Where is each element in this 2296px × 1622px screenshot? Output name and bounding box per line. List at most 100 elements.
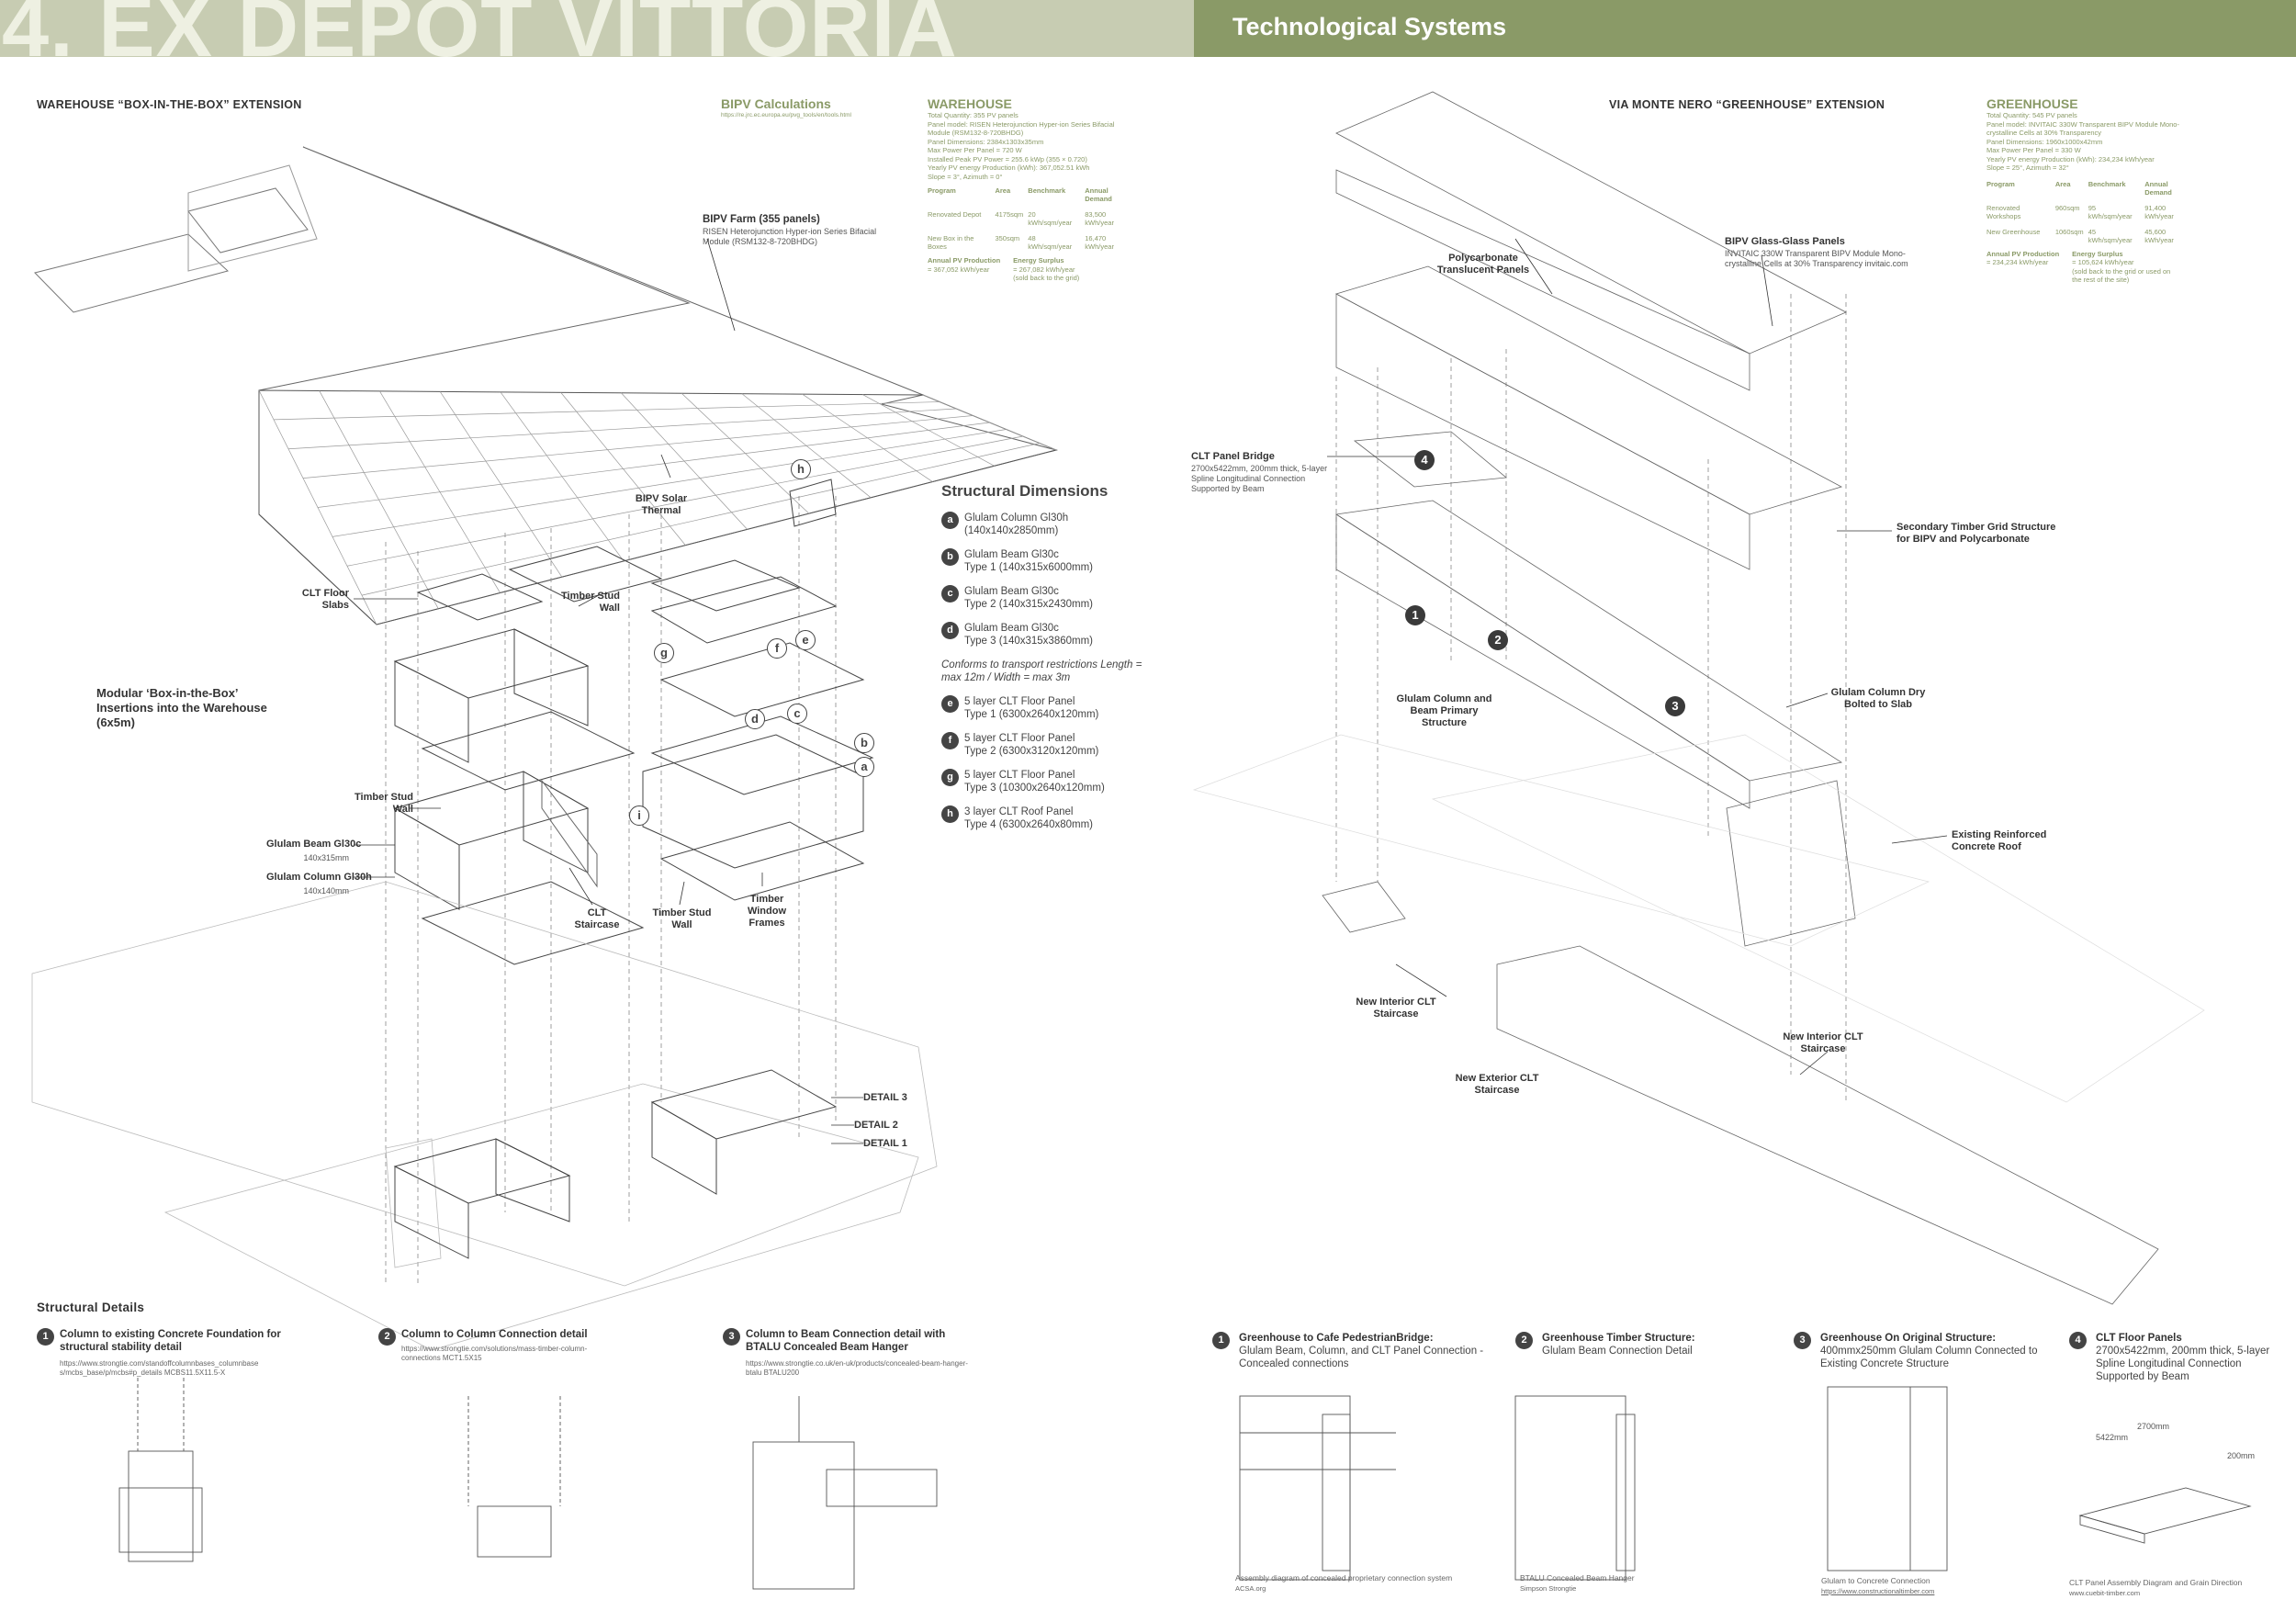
bipv-calc-title: BIPV Calculations bbox=[721, 96, 831, 111]
table-cell: 960sqm bbox=[2054, 203, 2080, 212]
caption-2: BTALU Concealed Beam Hanger bbox=[1520, 1573, 1635, 1583]
detail-title: Greenhouse to Cafe PedestrianBridge: bbox=[1239, 1333, 1434, 1344]
marker-h: h bbox=[791, 459, 811, 479]
marker-3: 3 bbox=[1665, 696, 1685, 716]
greenhouse-detail-4: 4 CLT Floor Panels 2700x5422mm, 200mm th… bbox=[2069, 1332, 2280, 1383]
label-new-interior-clt-left: New Interior CLT Staircase bbox=[1356, 997, 1436, 1019]
dim-letter: c bbox=[941, 585, 959, 603]
greenhouse-annual-value: = 234,234 kWh/year bbox=[1986, 258, 2049, 266]
marker-c: c bbox=[787, 704, 807, 724]
detail-title: Greenhouse On Original Structure: bbox=[1820, 1333, 1997, 1344]
label-existing-roof: Existing Reinforced Concrete Roof bbox=[1952, 829, 2047, 852]
marker-4: 4 bbox=[1414, 450, 1435, 470]
detail-title: Column to existing Concrete Foundation f… bbox=[60, 1329, 281, 1353]
label-glulam-column: Glulam Column Gl30h bbox=[266, 872, 372, 883]
greenhouse-demand-table: Program Area Benchmark Annual Demand Ren… bbox=[1986, 178, 2198, 250]
table-cell: 95 kWh/sqm/year bbox=[2088, 203, 2133, 220]
marker-i: i bbox=[629, 805, 649, 826]
roof-grid-line bbox=[317, 422, 990, 508]
dim-sub: (140x140x2850mm) bbox=[964, 525, 1059, 536]
warehouse-line: Panel Dimensions: 2384x1303x35mm bbox=[928, 137, 1044, 146]
detail-sub: 2700x5422mm, 200mm thick, 5-layer Spline… bbox=[2096, 1346, 2270, 1382]
greenhouse-line: Panel model: INVITAIC 330W Transparent B… bbox=[1986, 119, 2179, 138]
dim-sub: Type 3 (10300x2640x120mm) bbox=[964, 783, 1105, 794]
table-cell: 91,400 kWh/year bbox=[2144, 203, 2174, 220]
label-detail-3: DETAIL 3 bbox=[863, 1092, 907, 1103]
label-timber-stud-wall-bottom: Timber Stud Wall bbox=[652, 907, 712, 930]
warehouse-surplus-value: = 267,082 kWh/year bbox=[1013, 265, 1075, 274]
table-header: Area bbox=[995, 186, 1011, 195]
warehouse-line: Total Quantity: 355 PV panels bbox=[928, 111, 1019, 119]
detail-number: 2 bbox=[1515, 1332, 1533, 1349]
dim-letter: d bbox=[941, 622, 959, 639]
table-row: New Greenhouse 1060sqm 45 kWh/sqm/year 4… bbox=[1986, 226, 2198, 250]
greenhouse-calc-title: GREENHOUSE bbox=[1986, 96, 2078, 111]
dim-text: Glulam Column Gl30h bbox=[964, 513, 1069, 524]
detail-number: 3 bbox=[1794, 1332, 1811, 1349]
warehouse-line: Max Power Per Panel = 720 W bbox=[928, 146, 1022, 154]
label-bipv-solar-thermal: BIPV Solar Thermal bbox=[635, 493, 688, 516]
dim-length: 5422mm bbox=[2096, 1433, 2129, 1442]
detail-title: CLT Floor Panels bbox=[2096, 1333, 2182, 1344]
detail-title: Column to Column Connection detail bbox=[401, 1329, 588, 1340]
detail-sub: Glulam Beam, Column, and CLT Panel Conne… bbox=[1239, 1346, 1484, 1369]
warehouse-extension-heading: WAREHOUSE “BOX-IN-THE-BOX” EXTENSION bbox=[37, 98, 302, 111]
detail-number: 2 bbox=[378, 1328, 396, 1346]
section-title: Technological Systems bbox=[1232, 13, 1507, 40]
source-2: Simpson Strongtie bbox=[1520, 1584, 1577, 1593]
bipv-calc-url: https://re.jrc.ec.europa.eu/pvg_tools/en… bbox=[721, 112, 851, 118]
detail-number: 4 bbox=[2069, 1332, 2087, 1349]
marker-a: a bbox=[854, 757, 874, 777]
structural-details-title: Structural Details bbox=[37, 1301, 145, 1314]
marker-2: 2 bbox=[1488, 630, 1508, 650]
table-header: Annual Demand bbox=[1085, 186, 1112, 203]
label-clt-staircase: CLT Staircase bbox=[574, 907, 620, 930]
label-bipv-glass-title: BIPV Glass-Glass Panels bbox=[1725, 236, 1845, 247]
greenhouse-extension-heading: VIA MONTE NERO “GREENHOUSE” EXTENSION bbox=[1609, 98, 1885, 111]
dim-letter: e bbox=[941, 695, 959, 713]
marker-b: b bbox=[854, 733, 874, 753]
roof-grid-line bbox=[361, 443, 1040, 596]
table-cell: Renovated Workshops bbox=[1986, 203, 2021, 220]
greenhouse-annual-label: Annual PV Production bbox=[1986, 249, 2060, 258]
dim-width: 2700mm bbox=[2137, 1422, 2170, 1431]
detail-url: https://www.strongtie.com/solutions/mass… bbox=[401, 1345, 588, 1362]
marker-1: 1 bbox=[1405, 605, 1425, 625]
marker-e: e bbox=[795, 630, 816, 650]
dim-text: 5 layer CLT Floor Panel bbox=[964, 770, 1075, 781]
marker-g: g bbox=[654, 643, 674, 663]
detail-title: Column to Beam Connection detail with BT… bbox=[746, 1329, 946, 1353]
label-clt-bridge-desc: 2700x5422mm, 200mm thick, 5-layer Spline… bbox=[1191, 464, 1328, 493]
structural-detail-2: 2 Column to Column Connection detail htt… bbox=[378, 1328, 617, 1363]
label-timber-stud-wall-top: Timber Stud Wall bbox=[561, 591, 620, 614]
detail-number: 1 bbox=[1212, 1332, 1230, 1349]
label-glulam-beam-dim: 140x315mm bbox=[303, 853, 349, 862]
source-3: https://www.constructionaltimber.com bbox=[1821, 1587, 1935, 1595]
label-glulam-beam: Glulam Beam Gl30c bbox=[266, 839, 362, 850]
label-glulam-primary: Glulam Column and Beam Primary Structure bbox=[1396, 693, 1492, 728]
greenhouse-line: Yearly PV energy Production (kWh): 234,2… bbox=[1986, 154, 2155, 163]
greenhouse-surplus-note: (sold back to the grid or used on the re… bbox=[2072, 266, 2171, 285]
caption-4: CLT Panel Assembly Diagram and Grain Dir… bbox=[2069, 1578, 2243, 1587]
dim-text: Glulam Beam Gl30c bbox=[964, 549, 1059, 560]
marker-d: d bbox=[745, 709, 765, 729]
warehouse-line: Panel model: RISEN Heterojunction Hyper-… bbox=[928, 119, 1115, 138]
greenhouse-line: Total Quantity: 545 PV panels bbox=[1986, 111, 2077, 119]
table-cell: 1060sqm bbox=[2054, 227, 2084, 236]
label-glulam-column-dim: 140x140mm bbox=[303, 886, 349, 895]
label-timber-stud-wall-left: Timber Stud Wall bbox=[355, 792, 413, 815]
table-cell: 83,500 kWh/year bbox=[1085, 210, 1114, 227]
dim-text: Glulam Beam Gl30c bbox=[964, 586, 1059, 597]
table-cell: 48 kWh/sqm/year bbox=[1028, 234, 1073, 251]
source-1: ACSA.org bbox=[1235, 1584, 1266, 1593]
header-banner-left: 4. EX DEPOT VITTORIA bbox=[0, 0, 1194, 57]
structural-dimensions-panel: Structural Dimensions a Glulam Column Gl… bbox=[941, 482, 1153, 842]
label-clt-bridge-title: CLT Panel Bridge bbox=[1191, 451, 1275, 462]
roof-grid-line bbox=[302, 415, 974, 479]
greenhouse-calc-panel: GREENHOUSE Total Quantity: 545 PV panels… bbox=[1986, 96, 2198, 285]
warehouse-line: Yearly PV energy Production (kWh): 367,0… bbox=[928, 163, 1090, 172]
dim-sub: Type 4 (6300x2640x80mm) bbox=[964, 819, 1093, 830]
table-row: Renovated Workshops 960sqm 95 kWh/sqm/ye… bbox=[1986, 202, 2198, 226]
